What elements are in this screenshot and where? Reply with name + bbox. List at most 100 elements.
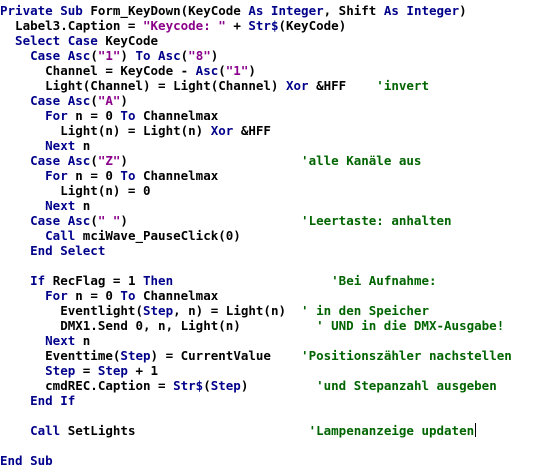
code-line[interactable]: Call mciWave_PauseClick(0) <box>0 228 241 243</box>
code-keyword: As Integer <box>383 3 460 18</box>
code-line[interactable]: Eventlight(Step, n) = Light(n) ' in den … <box>0 303 429 318</box>
code-keyword: As Integer <box>248 3 324 18</box>
code-keyword: Next <box>0 198 83 213</box>
code-string: "1" <box>97 48 121 63</box>
code-text: n <box>82 333 91 348</box>
code-text: Form_KeyDown(KeyCode <box>90 3 249 18</box>
code-comment: 'und Stepanzahl ausgeben <box>316 378 497 393</box>
code-line[interactable]: Label3.Caption = "Keycode: " + Str$(KeyC… <box>0 18 346 33</box>
code-text: Channel = KeyCode - <box>0 63 196 78</box>
code-string: "A" <box>97 93 121 108</box>
code-line[interactable]: Next n <box>0 198 90 213</box>
code-keyword: Step <box>0 363 76 378</box>
code-text: (KeyCode) <box>278 18 347 33</box>
code-line[interactable]: Light(Channel) = Light(Channel) Xor &HFF… <box>0 78 429 93</box>
code-line[interactable]: End If <box>0 393 75 408</box>
code-text: ( <box>90 48 98 63</box>
code-keyword: Case Asc <box>0 153 91 168</box>
code-string: "1" <box>225 63 249 78</box>
code-text: cmdREC.Caption = <box>0 378 174 393</box>
code-keyword: To <box>120 168 143 183</box>
code-line[interactable]: Light(n) = Light(n) Xor &HFF <box>0 123 271 138</box>
code-keyword: Call <box>0 228 83 243</box>
code-line[interactable]: Next n <box>0 333 90 348</box>
code-keyword: If <box>0 273 53 288</box>
code-line[interactable]: Call SetLights 'Lampenanzeige updaten <box>0 423 477 438</box>
code-text: &HFF <box>233 123 271 138</box>
code-line[interactable]: Private Sub Form_KeyDown(KeyCode As Inte… <box>0 3 467 18</box>
code-keyword: Case Asc <box>0 93 91 108</box>
code-keyword: To <box>120 288 143 303</box>
code-text: , Shift <box>323 3 384 18</box>
code-keyword: Call <box>0 423 68 438</box>
code-keyword: Step <box>97 363 128 378</box>
code-line[interactable]: Light(n) = 0 <box>0 183 151 198</box>
code-text: Channelmax <box>143 168 219 183</box>
code-comment: 'Leertaste: anhalten <box>301 213 452 228</box>
code-text: n <box>82 138 91 153</box>
code-keyword: To Asc <box>135 48 181 63</box>
code-line[interactable]: Case Asc(" ") 'Leertaste: anhalten <box>0 213 452 228</box>
code-keyword: For <box>0 108 76 123</box>
code-text: n <box>82 198 91 213</box>
code-line[interactable]: Case Asc("Z") 'alle Kanäle aus <box>0 153 421 168</box>
code-text: n = 0 <box>75 108 121 123</box>
code-text: + <box>225 18 249 33</box>
code-line[interactable]: Eventtime(Step) = CurrentValue 'Position… <box>0 348 512 363</box>
code-text: ( <box>90 213 98 228</box>
code-text: Label3.Caption = <box>0 18 143 33</box>
code-keyword: End Select <box>0 243 106 258</box>
code-line[interactable]: Next n <box>0 138 90 153</box>
code-line[interactable]: For n = 0 To Channelmax <box>0 168 218 183</box>
code-line[interactable]: Case Asc("A") <box>0 93 128 108</box>
code-text: Channelmax <box>143 288 219 303</box>
code-keyword: Xor <box>285 78 309 93</box>
code-keyword: Asc <box>195 63 219 78</box>
code-line[interactable]: Channel = KeyCode - Asc("1") <box>0 63 256 78</box>
code-keyword: Next <box>0 333 83 348</box>
code-text: SetLights <box>67 423 309 438</box>
code-keyword: Select Case <box>0 33 106 48</box>
code-line[interactable]: For n = 0 To Channelmax <box>0 288 218 303</box>
code-text: ) <box>248 63 256 78</box>
code-text: ) <box>210 48 219 63</box>
code-keyword: Case Asc <box>0 48 91 63</box>
code-comment: ' UND in die DMX-Ausgabe! <box>316 318 505 333</box>
code-text: ) <box>120 93 128 108</box>
code-text: n = 0 <box>75 288 121 303</box>
code-line[interactable]: If RecFlag = 1 Then 'Bei Aufnahme: <box>0 273 437 288</box>
code-keyword: Private Sub <box>0 3 91 18</box>
code-line[interactable]: Step = Step + 1 <box>0 363 158 378</box>
code-line[interactable]: DMX1.Send 0, n, Light(n) ' UND in die DM… <box>0 318 504 333</box>
code-keyword: Step <box>143 303 174 318</box>
code-keyword: For <box>0 168 76 183</box>
code-text: = <box>75 363 98 378</box>
code-line[interactable]: cmdREC.Caption = Str$(Step) 'und Stepanz… <box>0 378 497 393</box>
code-keyword: Str$ <box>173 378 204 393</box>
code-text: Light(n) = 0 <box>0 183 151 198</box>
code-line[interactable]: Case Asc("1") To Asc("8") <box>0 48 218 63</box>
code-text: ) <box>240 378 317 393</box>
code-keyword: Then <box>143 273 174 288</box>
code-text: ) = CurrentValue <box>150 348 302 363</box>
code-comment: 'Bei Aufnahme: <box>331 273 437 288</box>
code-line[interactable]: Select Case KeyCode <box>0 33 158 48</box>
code-line[interactable]: End Select <box>0 243 105 258</box>
code-text: RecFlag = 1 <box>52 273 143 288</box>
code-comment: 'invert <box>376 78 429 93</box>
code-keyword: Case Asc <box>0 213 91 228</box>
code-text: n = 0 <box>75 168 121 183</box>
code-text: &HFF <box>308 78 377 93</box>
code-text: ( <box>218 63 226 78</box>
code-line[interactable]: End Sub <box>0 453 53 468</box>
code-string: "Z" <box>97 153 121 168</box>
code-text: Channelmax <box>143 108 219 123</box>
code-comment: 'alle Kanäle aus <box>301 153 422 168</box>
code-keyword: For <box>0 288 76 303</box>
code-text <box>173 273 331 288</box>
code-text: ( <box>90 93 98 108</box>
code-text: ( <box>203 378 211 393</box>
code-text: , n) = Light(n) <box>173 303 302 318</box>
code-line[interactable]: For n = 0 To Channelmax <box>0 108 218 123</box>
